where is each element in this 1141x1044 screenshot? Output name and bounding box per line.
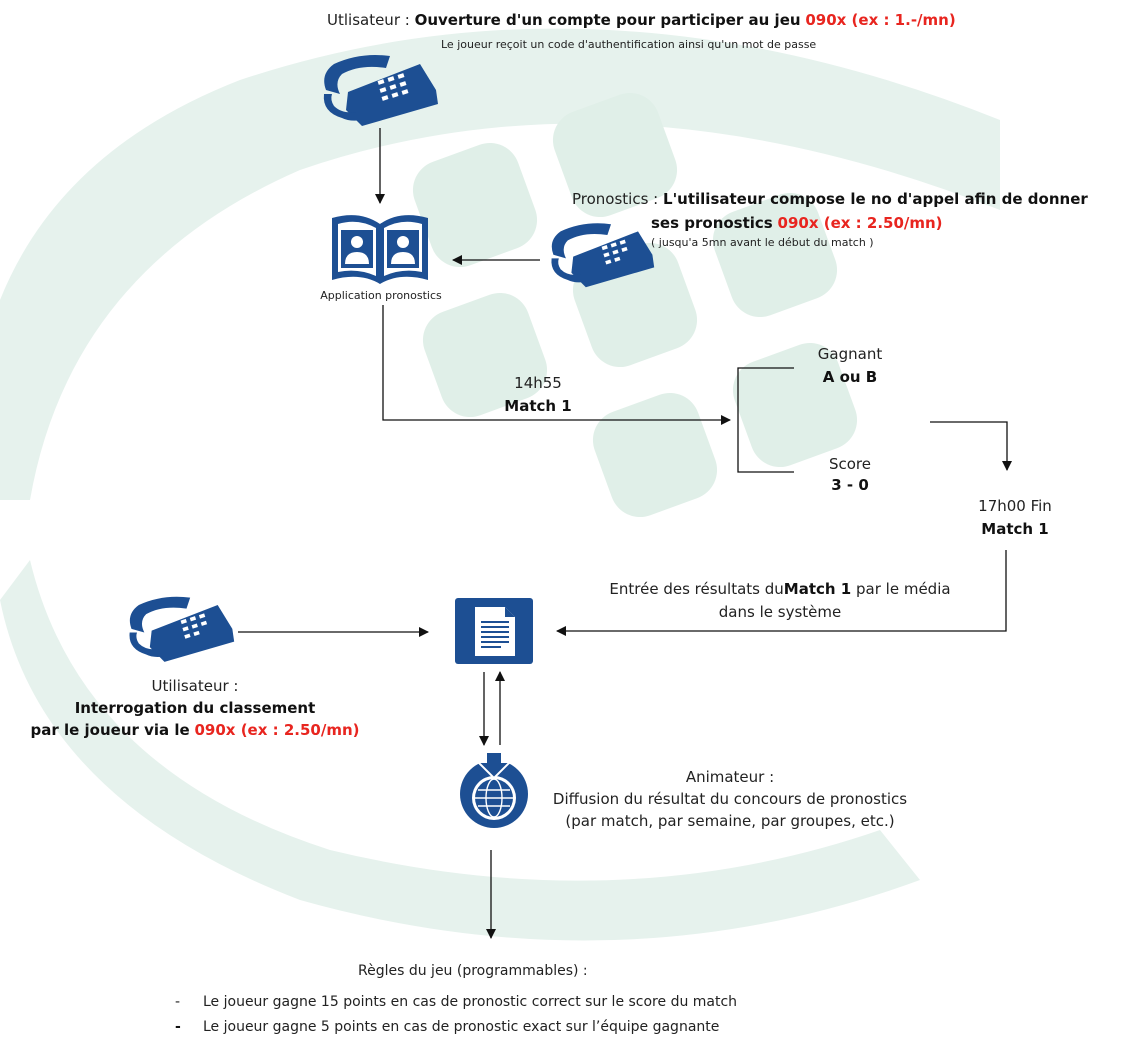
entree-suffix: par le média	[856, 580, 951, 598]
score-value: 3 - 0	[831, 476, 869, 494]
gagnant-value: A ou B	[822, 368, 878, 386]
bracket-gagnant-score	[737, 367, 794, 473]
top-bold: Ouverture d'un compte pour participer au…	[414, 11, 801, 29]
telephone-classement-icon	[129, 596, 235, 662]
document-icon	[455, 598, 533, 664]
entree-bold: Match 1	[783, 580, 852, 598]
entree-prefix: Entrée des résultats du	[609, 580, 784, 598]
broadcast-globe-icon	[460, 752, 528, 828]
pronostics-bold1: L'utilisateur compose le no d'appel afin…	[663, 190, 1088, 208]
fin-time: 17h00 Fin	[978, 497, 1052, 515]
top-prefix: Utlisateur :	[327, 11, 410, 29]
pronostics-prefix: Pronostics :	[572, 190, 659, 208]
utilisateur2-red: 090x (ex : 2.50/mn)	[194, 721, 360, 739]
rule-item-2: Le joueur gagne 5 points en cas de prono…	[203, 1019, 720, 1035]
arrow-fin-to-document	[556, 550, 1007, 636]
match-name: Match 1	[504, 397, 572, 415]
animateur-line2: Diffusion du résultat du concours de pro…	[552, 790, 908, 808]
top-sub: Le joueur reçoit un code d'authentificat…	[441, 38, 817, 51]
animateur-line1: Animateur :	[685, 768, 775, 786]
utilisateur2-bold2: par le joueur via le	[30, 721, 190, 739]
rules-dash-1: -	[175, 994, 181, 1010]
pronostics-line2: ses pronostics 090x (ex : 2.50/mn)	[651, 214, 943, 233]
pronostics-sub: ( jusqu'a 5mn avant le début du match )	[651, 236, 874, 249]
score-label: Score	[828, 455, 871, 473]
entree-line2: dans le système	[718, 603, 842, 621]
rules-dash-2: -	[175, 1019, 181, 1035]
pronostics-red: 090x (ex : 2.50/mn)	[777, 214, 943, 232]
telephone-pronostics-icon	[551, 223, 655, 288]
rules-title: Règles du jeu (programmables) :	[358, 963, 588, 979]
arrow-to-fin	[930, 421, 1012, 471]
top-caption: Utlisateur : Ouverture d'un compte pour …	[327, 11, 956, 30]
arrow-app-to-match	[382, 305, 731, 425]
utilisateur2-prefix: Utilisateur :	[151, 677, 239, 695]
entree-line1: Entrée des résultats duMatch 1 par le mé…	[575, 580, 985, 599]
top-red: 090x (ex : 1.-/mn)	[805, 11, 956, 29]
animateur-line3: (par match, par semaine, par groupes, et…	[565, 812, 895, 830]
users-application-icon	[332, 215, 428, 284]
gagnant-label: Gagnant	[817, 345, 883, 363]
pronostics-bold2: ses pronostics	[651, 214, 773, 232]
utilisateur2-bold1: Interrogation du classement	[74, 699, 316, 717]
app-label: Application pronostics	[320, 289, 442, 302]
telephone-icon	[323, 55, 438, 126]
utilisateur2-line3: par le joueur via le 090x (ex : 2.50/mn)	[10, 721, 380, 740]
rule-item-1: Le joueur gagne 15 points en cas de pron…	[203, 994, 738, 1010]
match-time: 14h55	[514, 374, 562, 392]
fin-name: Match 1	[981, 520, 1049, 538]
pronostics-line1: Pronostics : L'utilisateur compose le no…	[572, 190, 1088, 209]
